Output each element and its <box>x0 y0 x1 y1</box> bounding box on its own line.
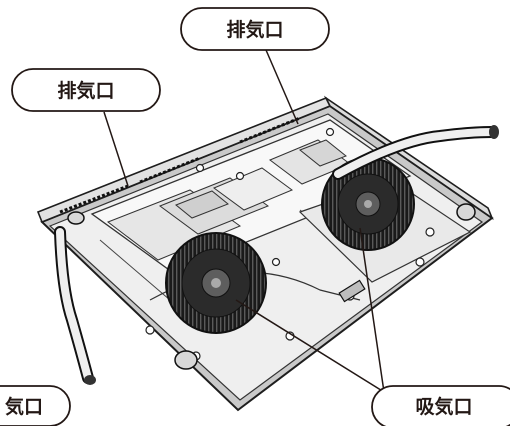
leader-lines <box>103 49 385 393</box>
callout-exhaust-bottom-left-label: 気口 <box>5 395 43 418</box>
callout-exhaust-bottom-left: 気口 <box>0 385 71 426</box>
latch <box>338 279 366 303</box>
callout-exhaust-top: 排気口 <box>180 7 330 51</box>
exhaust-vents <box>59 116 301 214</box>
callout-exhaust-top-label: 排気口 <box>226 18 283 41</box>
callout-intake-bottom-right: 吸気口 <box>371 385 510 426</box>
intake-fan-left <box>165 232 267 334</box>
callout-exhaust-left: 排気口 <box>11 68 161 112</box>
exhaust-airflow-tube-left <box>54 226 96 385</box>
rubber-feet <box>67 203 476 370</box>
callout-exhaust-left-label: 排気口 <box>57 79 114 102</box>
callout-intake-bottom-right-label: 吸気口 <box>415 395 472 418</box>
exhaust-airflow-tube-right <box>332 125 499 180</box>
